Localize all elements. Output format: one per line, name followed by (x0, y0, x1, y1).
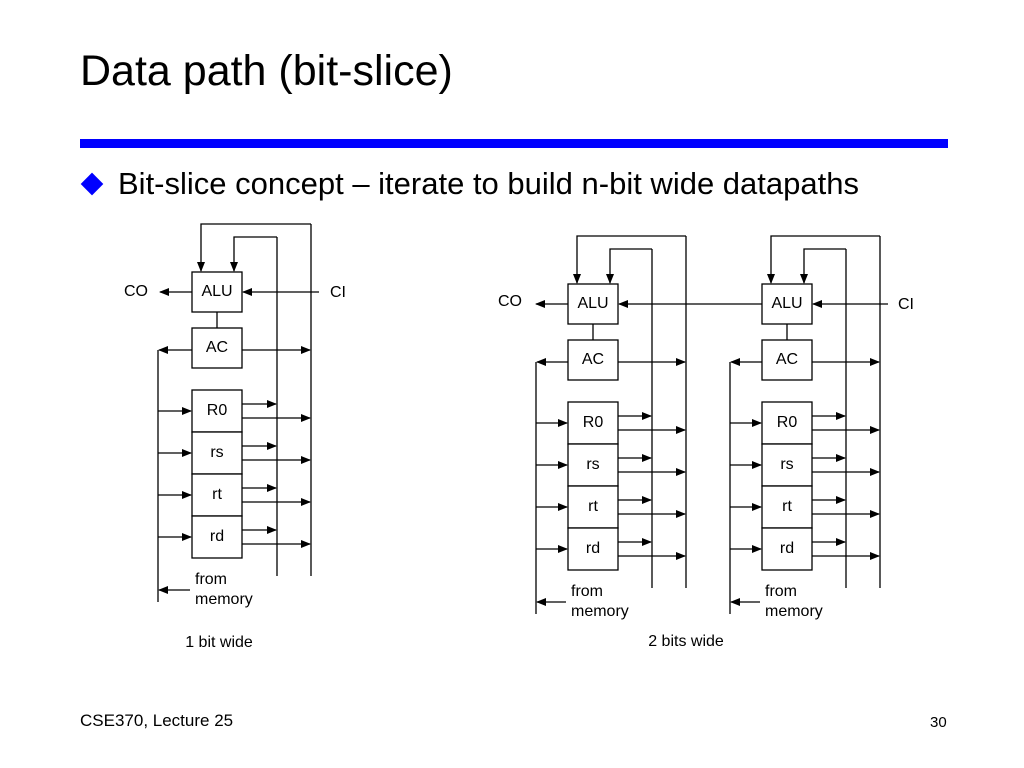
two-bit-co-label: CO (498, 293, 522, 310)
two-bit-right-register-rd (761, 527, 813, 571)
bullet-text: Bit-slice concept – iterate to build n-b… (118, 166, 859, 201)
one-bit-alu-box-label: ALU (201, 283, 232, 300)
two-bit-left-register-rd-label: rd (586, 540, 600, 557)
two-bit-right-register-r0 (761, 401, 813, 445)
two-bit-left-register-rt (567, 485, 619, 529)
one-bit-ac-box (191, 327, 243, 369)
two-bit-left-alu-box (567, 283, 619, 325)
slide-title: Data path (bit-slice) (80, 47, 453, 95)
one-bit-register-r0-label: R0 (207, 402, 228, 419)
one-bit-register-r0 (191, 389, 243, 433)
one-bit-register-rs (191, 431, 243, 475)
two-bit-right-ac-box-label: AC (776, 351, 798, 368)
two-bit-left-ac-box-label: AC (582, 351, 604, 368)
one-bit-memory-label: memory (195, 591, 253, 608)
two-bit-left-alu-box-label: ALU (577, 295, 608, 312)
one-bit-ac-box-label: AC (206, 339, 228, 356)
two-bit-right-register-rs (761, 443, 813, 487)
caption-one-bit: 1 bit wide (185, 634, 253, 651)
two-bit-left-register-r0 (567, 401, 619, 445)
two-bit-left-register-rs (567, 443, 619, 487)
title-divider (80, 139, 948, 148)
two-bit-right-memory-label: memory (765, 603, 823, 620)
two-bit-right-register-r0-label: R0 (777, 414, 798, 431)
two-bit-left-register-rt-label: rt (588, 498, 598, 515)
one-bit-co-label: CO (124, 283, 148, 300)
two-bit-right-register-rt (761, 485, 813, 529)
one-bit-register-rd (191, 515, 243, 559)
one-bit-register-rs-label: rs (210, 444, 223, 461)
two-bit-left-ac-box (567, 339, 619, 381)
two-bit-right-register-rt-label: rt (782, 498, 792, 515)
one-bit-from-label: from (195, 571, 227, 588)
two-bit-left-register-r0-label: R0 (583, 414, 604, 431)
two-bit-left-register-rs-label: rs (586, 456, 599, 473)
two-bit-right-ac-box (761, 339, 813, 381)
one-bit-register-rt-label: rt (212, 486, 222, 503)
two-bit-right-register-rd-label: rd (780, 540, 794, 557)
two-bit-right-register-rs-label: rs (780, 456, 793, 473)
one-bit-feedback-arrow-inner (230, 236, 277, 272)
one-bit-register-rt (191, 473, 243, 517)
footer-course: CSE370, Lecture 25 (80, 711, 234, 730)
two-bit-ci-label: CI (898, 296, 914, 313)
two-bit-right-feedback-arrow-inner (800, 248, 846, 284)
one-bit-register-rd-label: rd (210, 528, 224, 545)
one-bit-ci-label: CI (330, 284, 346, 301)
two-bit-right-alu-box-label: ALU (771, 295, 802, 312)
two-bit-left-memory-label: memory (571, 603, 629, 620)
caption-two-bits: 2 bits wide (648, 633, 724, 650)
one-bit-feedback-arrow-outer (197, 223, 311, 272)
two-bit-left-feedback-arrow-outer (573, 235, 686, 284)
two-bit-right-from-label: from (765, 583, 797, 600)
two-bit-right-feedback-arrow-outer (767, 235, 880, 284)
two-bit-left-register-rd (567, 527, 619, 571)
two-bit-left-feedback-arrow-inner (606, 248, 652, 284)
two-bit-left-from-label: from (571, 583, 603, 600)
page-number: 30 (930, 714, 947, 731)
